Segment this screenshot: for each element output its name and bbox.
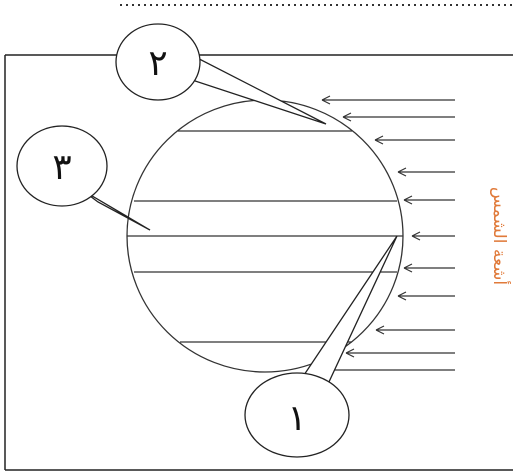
sun-ray-arrowhead [375,325,385,335]
callout-3-label: ٣ [52,147,71,188]
callout-1: ١ [244,235,398,458]
sun-ray-arrowhead [345,348,355,358]
sun-rays [317,95,455,375]
sun-ray-arrowhead [403,195,413,205]
sun-ray-arrowhead [374,135,384,145]
sun-ray-arrowhead [321,95,331,105]
sun-ray-arrowhead [397,167,407,177]
sun-rays-label: أشعة الشمس [489,187,511,285]
callout-2-label: ٢ [148,43,167,84]
callout-3-bubble [16,125,108,207]
sun-ray-arrowhead [342,112,352,122]
callout-2-bubble [115,23,201,101]
callout-3: ٣ [16,125,151,231]
sun-ray-arrowhead [397,291,407,301]
sun-ray-arrowhead [403,263,413,273]
callout-1-label: ١ [287,398,306,439]
sun-ray-arrowhead [411,231,421,241]
callout-2: ٢ [115,23,327,125]
callout-1-bubble [244,372,350,458]
callout-1-pointer [296,235,398,385]
